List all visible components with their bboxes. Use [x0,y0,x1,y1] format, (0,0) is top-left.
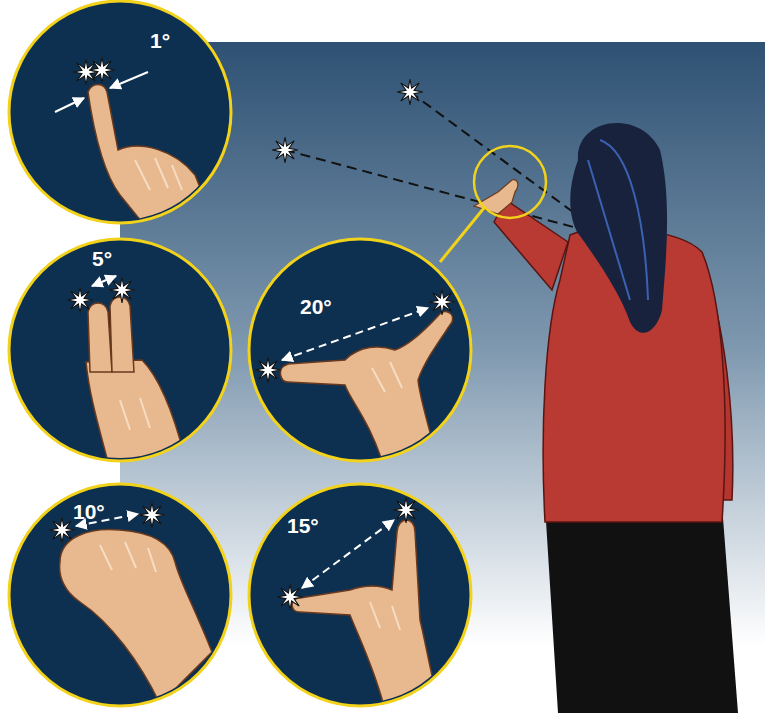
angle-label: 15° [287,514,319,538]
zoom-ring [474,146,546,218]
circle-fill [9,239,231,461]
inset-circle: 15° [247,482,473,708]
circle-fill [9,1,231,223]
star [397,79,423,105]
sight-line [410,92,592,226]
angle-label: 5° [92,247,112,271]
leader-line [440,208,484,262]
woman-figure [474,123,738,713]
angle-label: 1° [150,29,170,53]
l-shape-hand [292,520,440,710]
circle-outline [247,237,473,463]
angle-label: 20° [300,295,332,319]
circle-fill [249,239,471,461]
circle-fill [249,484,471,706]
inset-circle: 5° [7,237,233,463]
star [272,137,298,163]
circle-outline [7,482,233,708]
two-finger-hand [86,297,188,470]
angle-label: 10° [73,500,105,524]
inset-circle: 10° [7,482,233,708]
circle-outline [247,482,473,708]
circle-outline [7,0,233,225]
circle-outline [7,237,233,463]
circle-fill [9,484,231,706]
inset-circle: 20° [247,237,473,463]
finger-hand [88,85,218,233]
inset-circle: 1° [7,0,233,225]
fist-hand [60,529,212,704]
spread-hand [281,312,453,470]
